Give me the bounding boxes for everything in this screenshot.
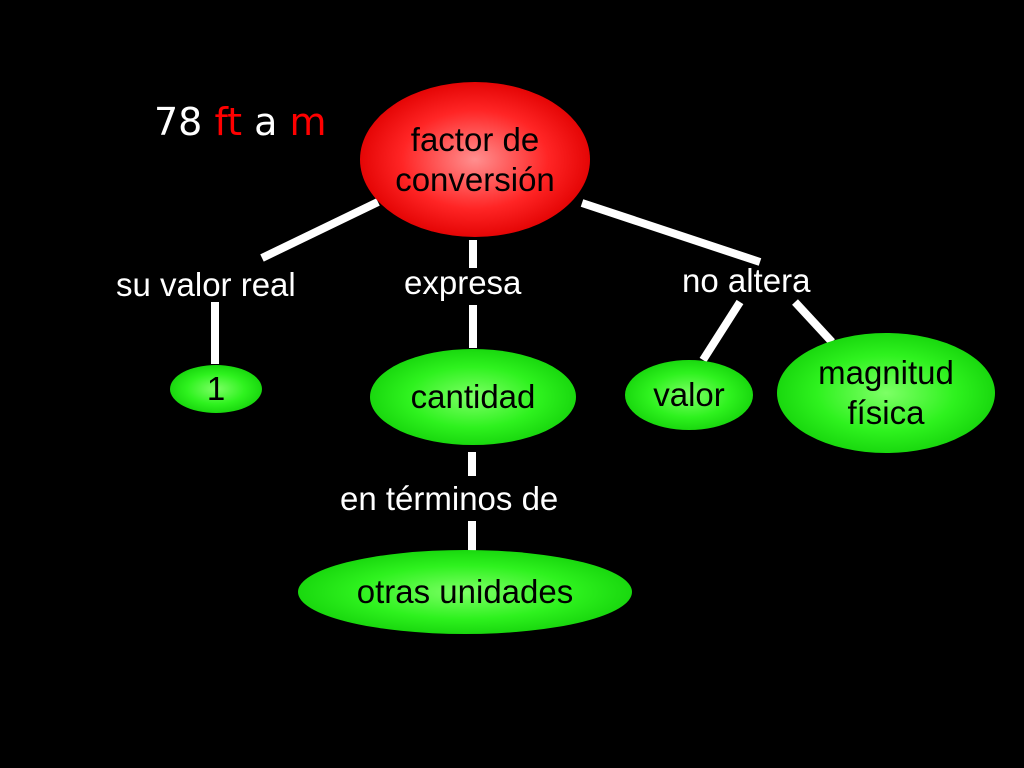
link-label-expresa: expresa	[404, 264, 522, 301]
link-label-su-valor-real: su valor real	[116, 266, 296, 303]
node-factor-de-conversion: factor de conversión	[360, 82, 590, 237]
node-cantidad-label: cantidad	[410, 378, 536, 416]
node-factor-de-conversion-line1: factor de	[410, 120, 540, 158]
node-cantidad: cantidad	[370, 349, 576, 445]
title-to-unit: m	[289, 100, 327, 144]
node-magnitud-fisica-line2: física	[847, 394, 925, 431]
node-magnitud-fisica: magnitud física	[777, 333, 995, 453]
title-number: 78	[154, 100, 203, 144]
title-connector-word: a	[254, 100, 278, 144]
node-valor-label: valor	[653, 376, 725, 414]
link-label-en-terminos-de: en términos de	[340, 480, 559, 517]
node-valor: valor	[625, 360, 753, 430]
conversion-problem-title: 78 ft a m	[154, 100, 327, 144]
node-magnitud-fisica-line1: magnitud	[818, 354, 954, 392]
node-otras-unidades-label: otras unidades	[356, 573, 574, 611]
connector-root-to-no-altera	[580, 199, 762, 266]
title-from-unit: ft	[214, 100, 243, 144]
node-factor-de-conversion-line2: conversión	[395, 160, 555, 198]
node-one-label: 1	[206, 370, 226, 408]
connector-no-altera-to-valor	[699, 299, 744, 363]
link-label-no-altera: no altera	[682, 262, 811, 299]
connector-root-to-su-valor-real	[260, 198, 380, 262]
node-otras-unidades: otras unidades	[298, 550, 632, 634]
connector-no-altera-to-magnitud	[792, 299, 835, 345]
node-one: 1	[170, 365, 262, 413]
